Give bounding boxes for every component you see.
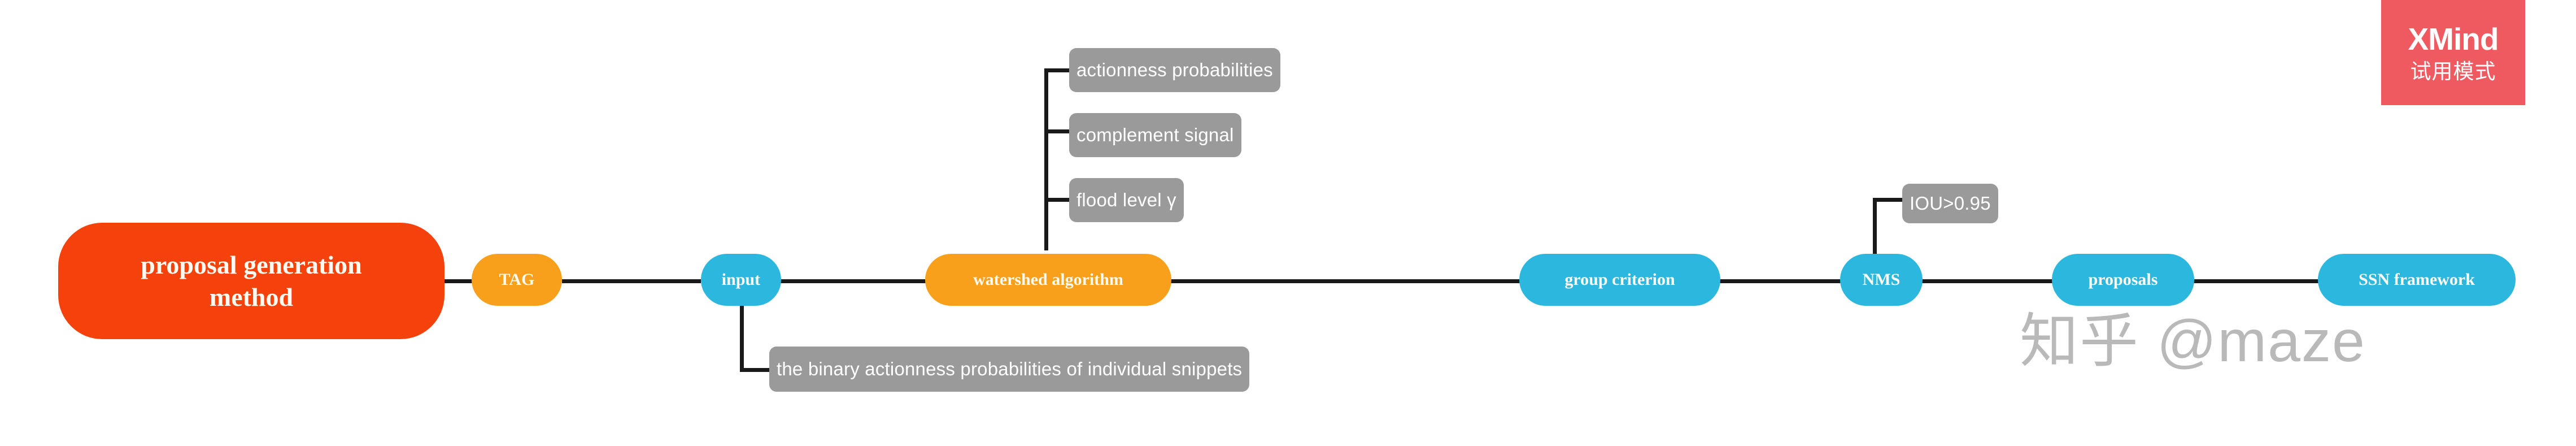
callout-flood-level-gamma-label: flood level γ [1076, 189, 1176, 210]
callout-flood-level-gamma[interactable]: flood level γ [1069, 178, 1184, 222]
node-ssn-framework-label: SSN framework [2359, 270, 2475, 289]
node-ssn-framework[interactable]: SSN framework [2318, 254, 2516, 306]
node-watershed-algorithm[interactable]: watershed algorithm [925, 254, 1171, 306]
node-tag[interactable]: TAG [472, 254, 562, 306]
node-proposals[interactable]: proposals [2052, 254, 2194, 306]
node-group-criterion[interactable]: group criterion [1519, 254, 1720, 306]
xmind-trial-badge: XMind 试用模式 [2381, 0, 2525, 105]
connector-nms-to-proposals [1920, 279, 2055, 283]
callout-binary-actionness-snippets[interactable]: the binary actionness probabilities of i… [769, 347, 1250, 392]
connector-input-to-watershed [779, 279, 927, 283]
connector-watershed-to-group [1169, 279, 1522, 283]
node-watershed-algorithm-label: watershed algorithm [973, 270, 1123, 289]
node-group-criterion-label: group criterion [1564, 270, 1675, 289]
root-node-label-line1: proposal generation [141, 250, 362, 279]
root-node[interactable]: proposal generation method [58, 223, 444, 339]
zhihu-watermark: 知乎 @maze [2020, 309, 2366, 374]
root-node-label-line2: method [209, 283, 294, 311]
xmind-brand-text: XMind [2408, 21, 2499, 57]
connector-nms-trunk [1873, 198, 1877, 260]
callout-iou-threshold[interactable]: IOU>0.95 [1902, 184, 1998, 223]
node-input[interactable]: input [701, 254, 781, 306]
connector-tag-to-input [562, 279, 701, 283]
connector-group-to-nms [1717, 279, 1845, 283]
connector-stub-binary-snippets [740, 368, 769, 372]
connector-stub-flood [1044, 198, 1071, 202]
node-nms-label: NMS [1862, 270, 1901, 289]
connector-watershed-trunk [1044, 68, 1048, 250]
node-proposals-label: proposals [2088, 270, 2158, 289]
root-node-label: proposal generation method [141, 249, 361, 314]
callout-actionness-probabilities[interactable]: actionness probabilities [1069, 48, 1280, 92]
xmind-trial-mode-text: 试用模式 [2410, 59, 2496, 83]
connector-stub-iou [1873, 198, 1902, 202]
node-input-label: input [721, 270, 761, 289]
callout-complement-signal-label: complement signal [1076, 124, 1234, 145]
connector-stub-actionness [1044, 68, 1071, 72]
callout-complement-signal[interactable]: complement signal [1069, 113, 1241, 157]
connector-input-trunk [740, 305, 744, 372]
node-nms[interactable]: NMS [1840, 254, 1923, 306]
node-tag-label: TAG [499, 270, 535, 289]
connector-proposals-to-ssn [2169, 279, 2320, 283]
callout-iou-threshold-label: IOU>0.95 [1910, 193, 1991, 214]
callout-actionness-probabilities-label: actionness probabilities [1076, 59, 1273, 80]
connector-stub-complement [1044, 129, 1071, 133]
callout-binary-actionness-snippets-label: the binary actionness probabilities of i… [777, 358, 1243, 379]
connector-root-to-tag [435, 279, 478, 283]
